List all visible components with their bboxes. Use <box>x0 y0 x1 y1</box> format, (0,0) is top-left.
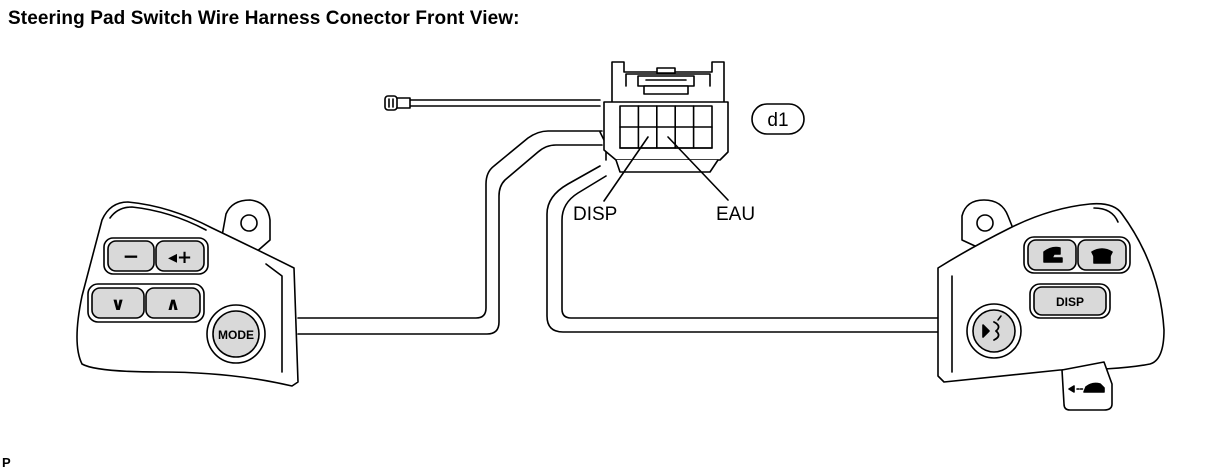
disp-button[interactable]: DISP <box>1029 283 1111 319</box>
page-title: Steering Pad Switch Wire Harness Conecto… <box>8 8 520 29</box>
left-mounting-hole <box>240 214 258 232</box>
connector-code-badge: d1 <box>751 103 805 135</box>
seek-button-group: ∨ ∧ <box>87 283 205 323</box>
volume-down-icon: − <box>123 244 140 268</box>
figure-marker: P <box>2 455 11 470</box>
disp-leader-line <box>603 136 649 202</box>
eau-leader-line <box>667 136 729 201</box>
wire-harness <box>297 95 939 335</box>
mode-button[interactable]: MODE <box>206 304 266 364</box>
talk-button[interactable] <box>966 303 1022 359</box>
volume-down-button[interactable]: − <box>107 240 155 272</box>
plug-lead <box>409 99 601 107</box>
small-plug-icon <box>384 95 411 111</box>
left-switch-cable <box>297 130 603 335</box>
vehicle-distance-icon <box>1068 382 1105 393</box>
terminal-cavities <box>619 105 713 149</box>
left-steering-pad-switch: − ◂+ ∨ ∧ MODE <box>76 199 299 387</box>
volume-up-button[interactable]: ◂+ <box>155 240 205 272</box>
volume-up-icon: ◂+ <box>168 247 192 268</box>
connector-d1 <box>603 61 729 202</box>
right-steering-pad-switch: DISP <box>937 199 1165 411</box>
seek-up-icon: ∧ <box>166 294 181 315</box>
seek-down-button[interactable]: ∨ <box>91 287 145 319</box>
phone-button-group <box>1023 236 1131 274</box>
vehicle-distance-switch[interactable] <box>1061 361 1113 411</box>
off-hook-button[interactable] <box>1027 239 1077 271</box>
volume-button-group: − ◂+ <box>103 237 209 275</box>
connector-code-text: d1 <box>767 110 788 131</box>
phone-on-hook-icon <box>1091 248 1113 264</box>
disp-terminal-label: DISP <box>573 204 618 225</box>
right-mounting-hole <box>976 214 994 232</box>
mode-button-label: MODE <box>218 328 254 342</box>
seek-down-icon: ∨ <box>111 294 126 315</box>
voice-talk-icon <box>982 315 1002 341</box>
phone-off-hook-icon <box>1043 246 1063 263</box>
seek-up-button[interactable]: ∧ <box>145 287 201 319</box>
on-hook-button[interactable] <box>1077 239 1127 271</box>
right-switch-cable <box>546 131 939 333</box>
disp-button-label: DISP <box>1056 295 1084 309</box>
eau-terminal-label: EAU <box>716 204 756 225</box>
